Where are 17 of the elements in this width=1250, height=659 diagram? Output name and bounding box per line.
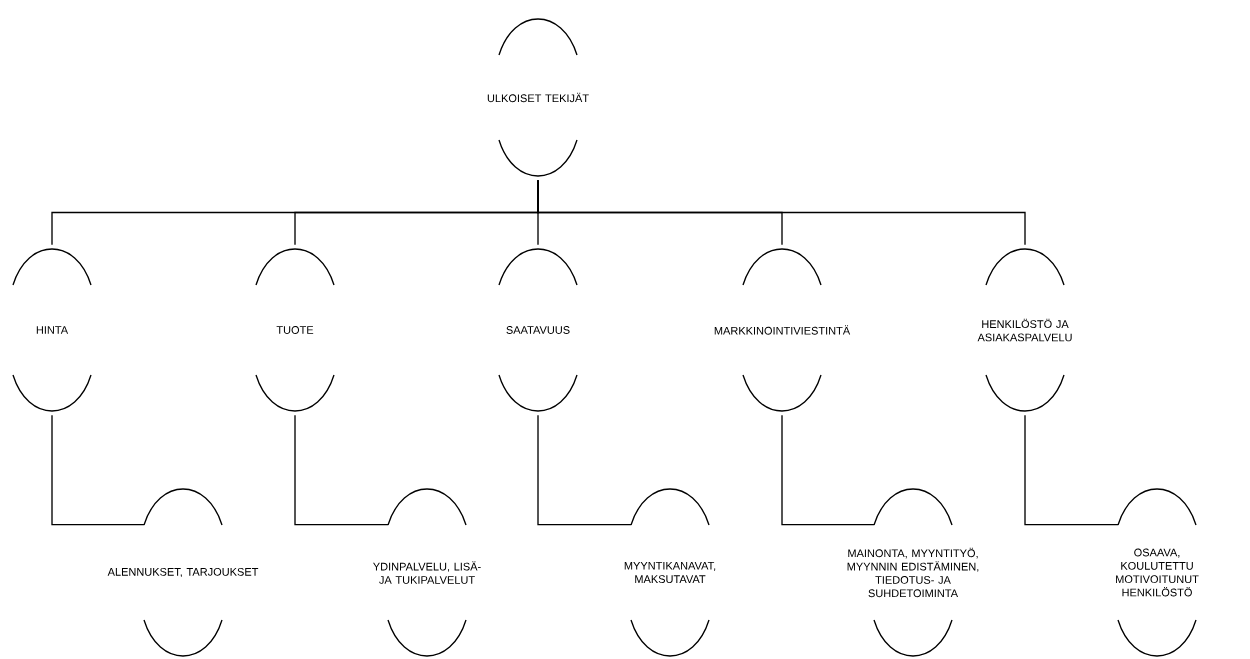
arc-shape-box: HENKILÖSTÖ JA ASIAKASPALVELU <box>977 248 1072 412</box>
connector-line <box>781 414 875 526</box>
arc-shape-box: ALENNUKSET, TARJOUKSET <box>107 488 259 657</box>
connector-line <box>1024 414 1119 526</box>
arc-shape-box: MYYNTIKANAVAT, MAKSUTAVAT <box>624 488 716 657</box>
connector-line <box>537 414 632 526</box>
arc-shape-box: TUOTE <box>255 248 335 412</box>
arc-shape-box: MAINONTA, MYYNTITYÖ, MYYNNIN EDISTÄMINEN, TIEDOTUS- JA SUHDETOIMINTA <box>847 488 979 657</box>
connector-line <box>537 179 1026 246</box>
arc-shape-box: SAATAVUUS <box>498 248 578 412</box>
arc-shape-box: OSAAVA, KOULUTETTU MOTIVOITUNUT HENKILÖSTÖ <box>1116 488 1199 657</box>
arc-shape-box: YDINPALVELU, LISÄ- JA TUKIPALVELUT <box>373 488 481 657</box>
connector-line <box>294 414 389 526</box>
connector-line <box>51 414 145 526</box>
arc-shape-box: HINTA <box>12 248 92 412</box>
arc-shape-box: MARKKINOINTIVIESTINTÄ <box>714 248 851 412</box>
arc-shape-box: ULKOISET TEKIJÄT <box>487 18 589 177</box>
